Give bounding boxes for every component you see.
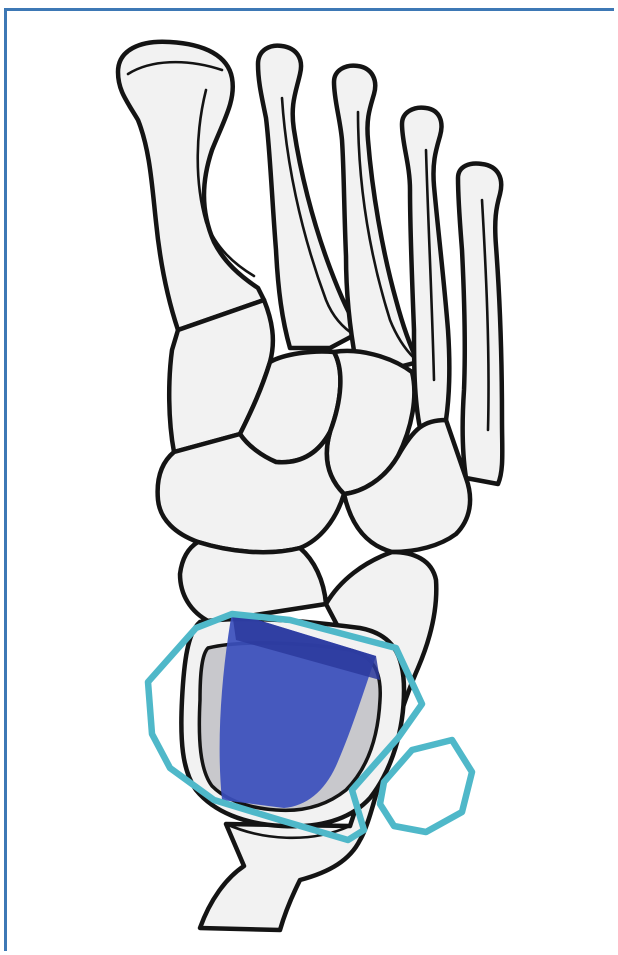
fifth-metatarsal (458, 164, 502, 484)
navicular (158, 432, 344, 552)
hallux-metatarsal (118, 42, 264, 330)
talus-neck (180, 542, 326, 622)
